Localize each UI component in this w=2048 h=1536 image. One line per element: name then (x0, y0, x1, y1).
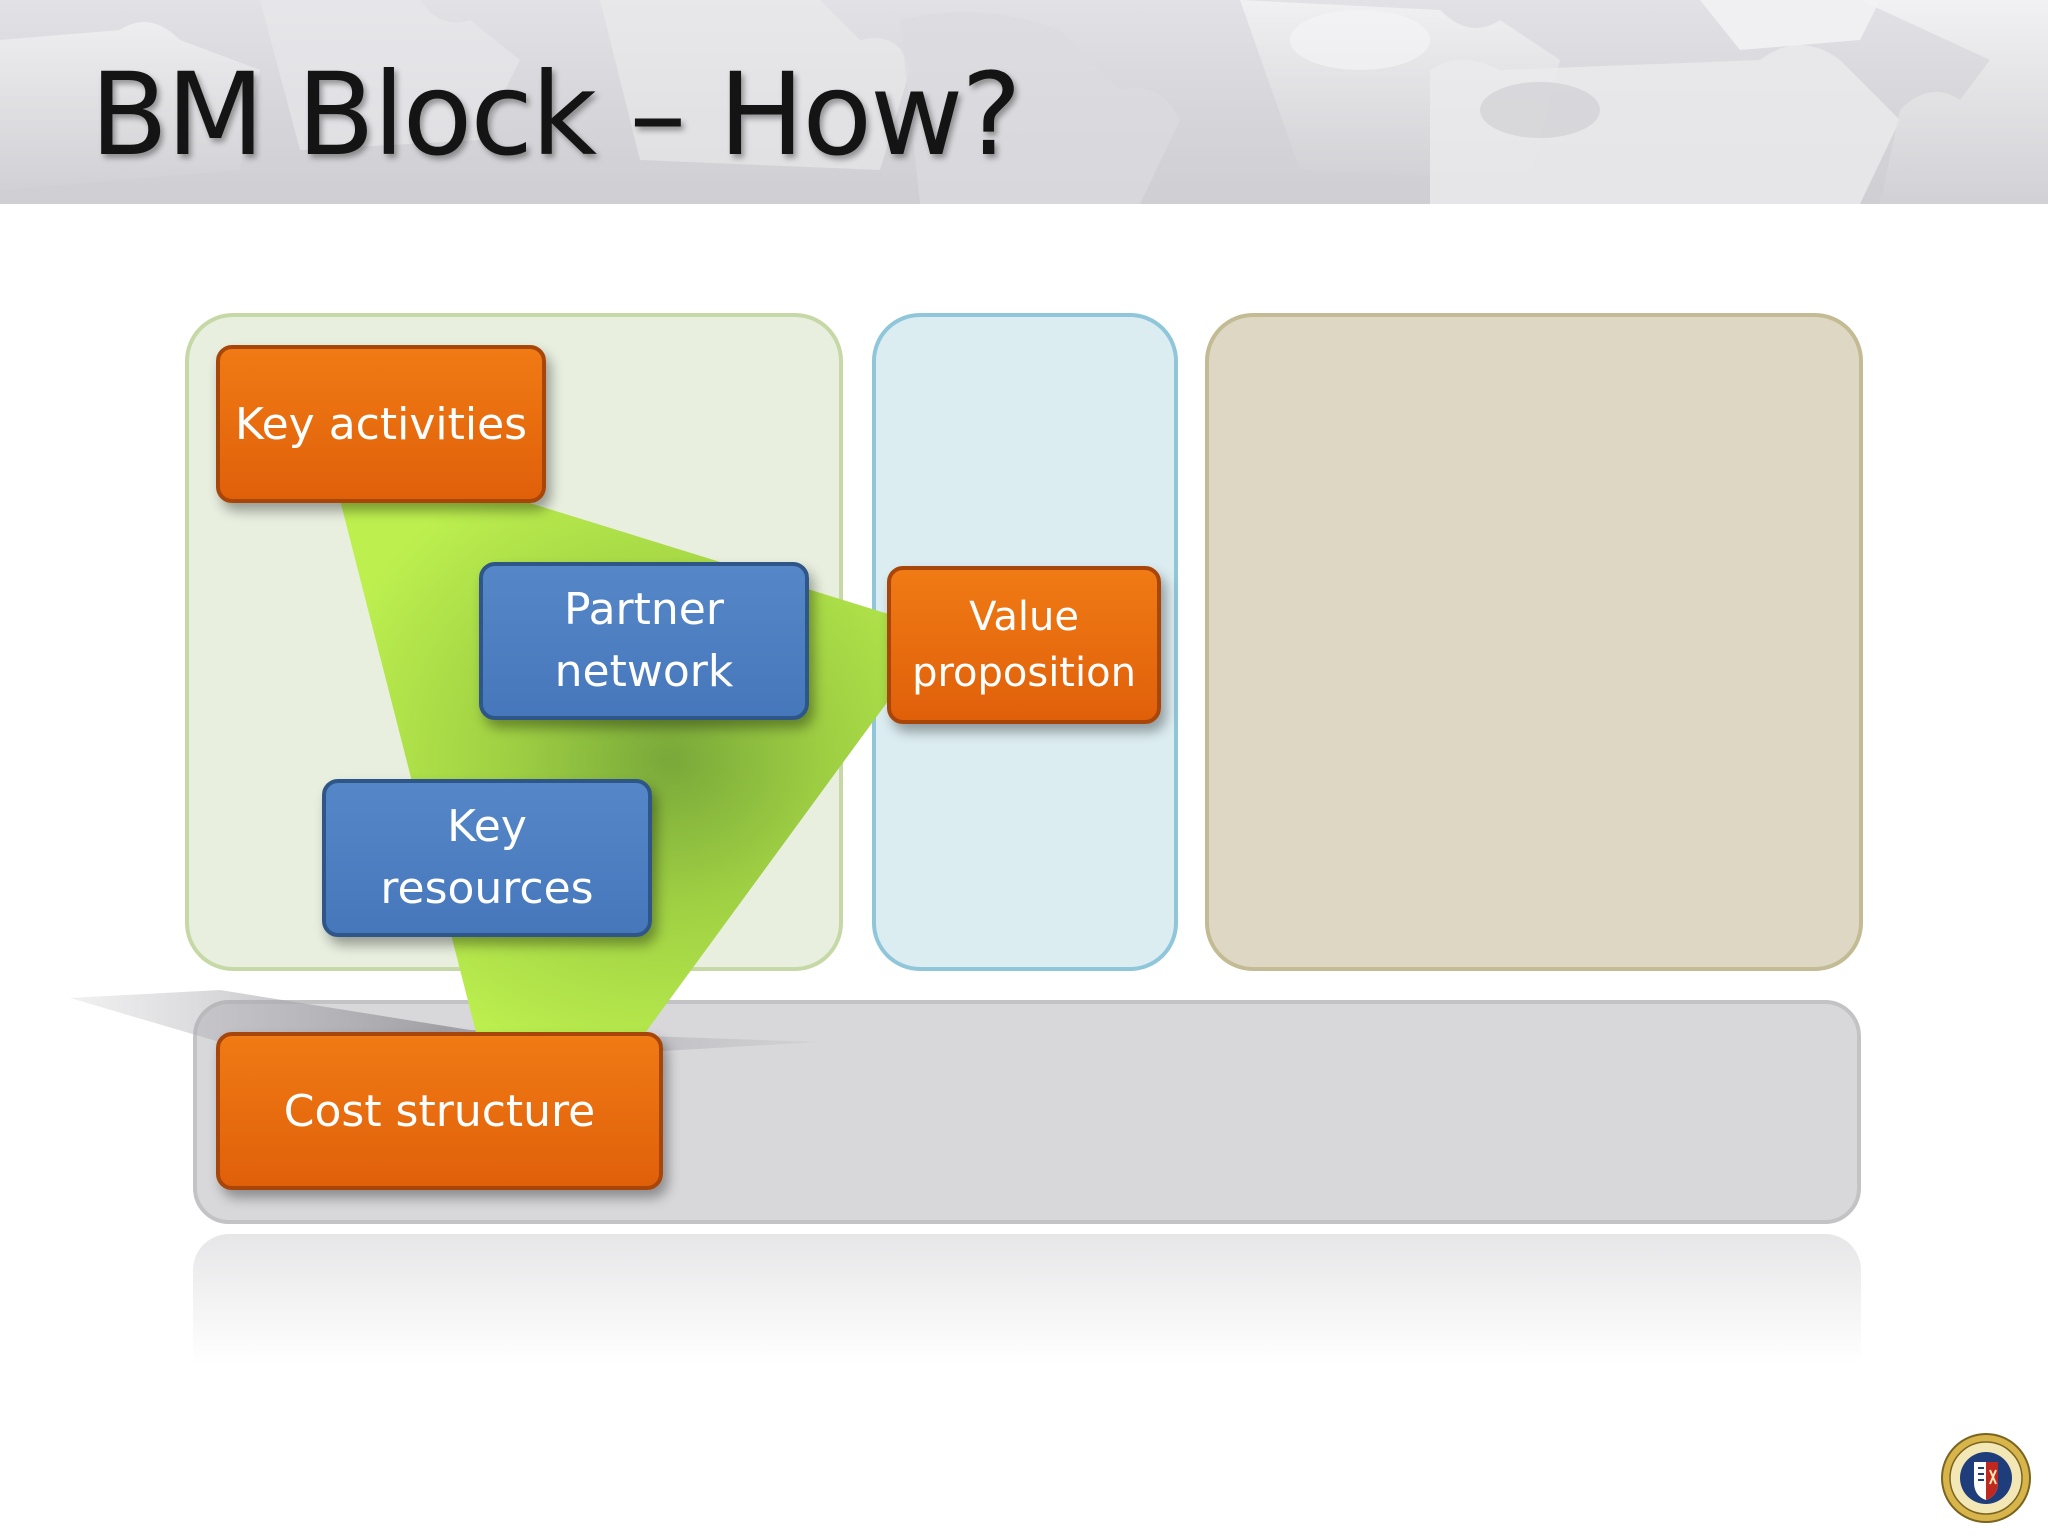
cost-panel-reflection (193, 1234, 1861, 1364)
partner-network-block[interactable]: Partner network (479, 562, 809, 720)
cost-structure-block[interactable]: Cost structure (216, 1032, 663, 1190)
value-proposition-block[interactable]: Value proposition (887, 566, 1161, 724)
cost-structure-label: Cost structure (283, 1085, 596, 1137)
puzzle-pieces-background (0, 0, 2048, 204)
who-panel (1205, 313, 1863, 971)
partner-network-label-line2: network (554, 646, 734, 697)
key-activities-label: Key activities (234, 398, 528, 450)
key-resources-block[interactable]: Key resources (322, 779, 652, 937)
key-resources-label-line1: Key (447, 801, 527, 852)
value-proposition-label-line2: proposition (912, 650, 1136, 696)
university-seal-icon (1941, 1433, 2031, 1523)
partner-network-label-line1: Partner (564, 584, 724, 635)
title-banner: BM Block – How? (0, 0, 2048, 204)
value-proposition-label-line1: Value (969, 594, 1079, 640)
slide-title: BM Block – How? (90, 48, 1022, 181)
key-resources-label-line2: resources (380, 863, 594, 914)
key-activities-block[interactable]: Key activities (216, 345, 546, 503)
